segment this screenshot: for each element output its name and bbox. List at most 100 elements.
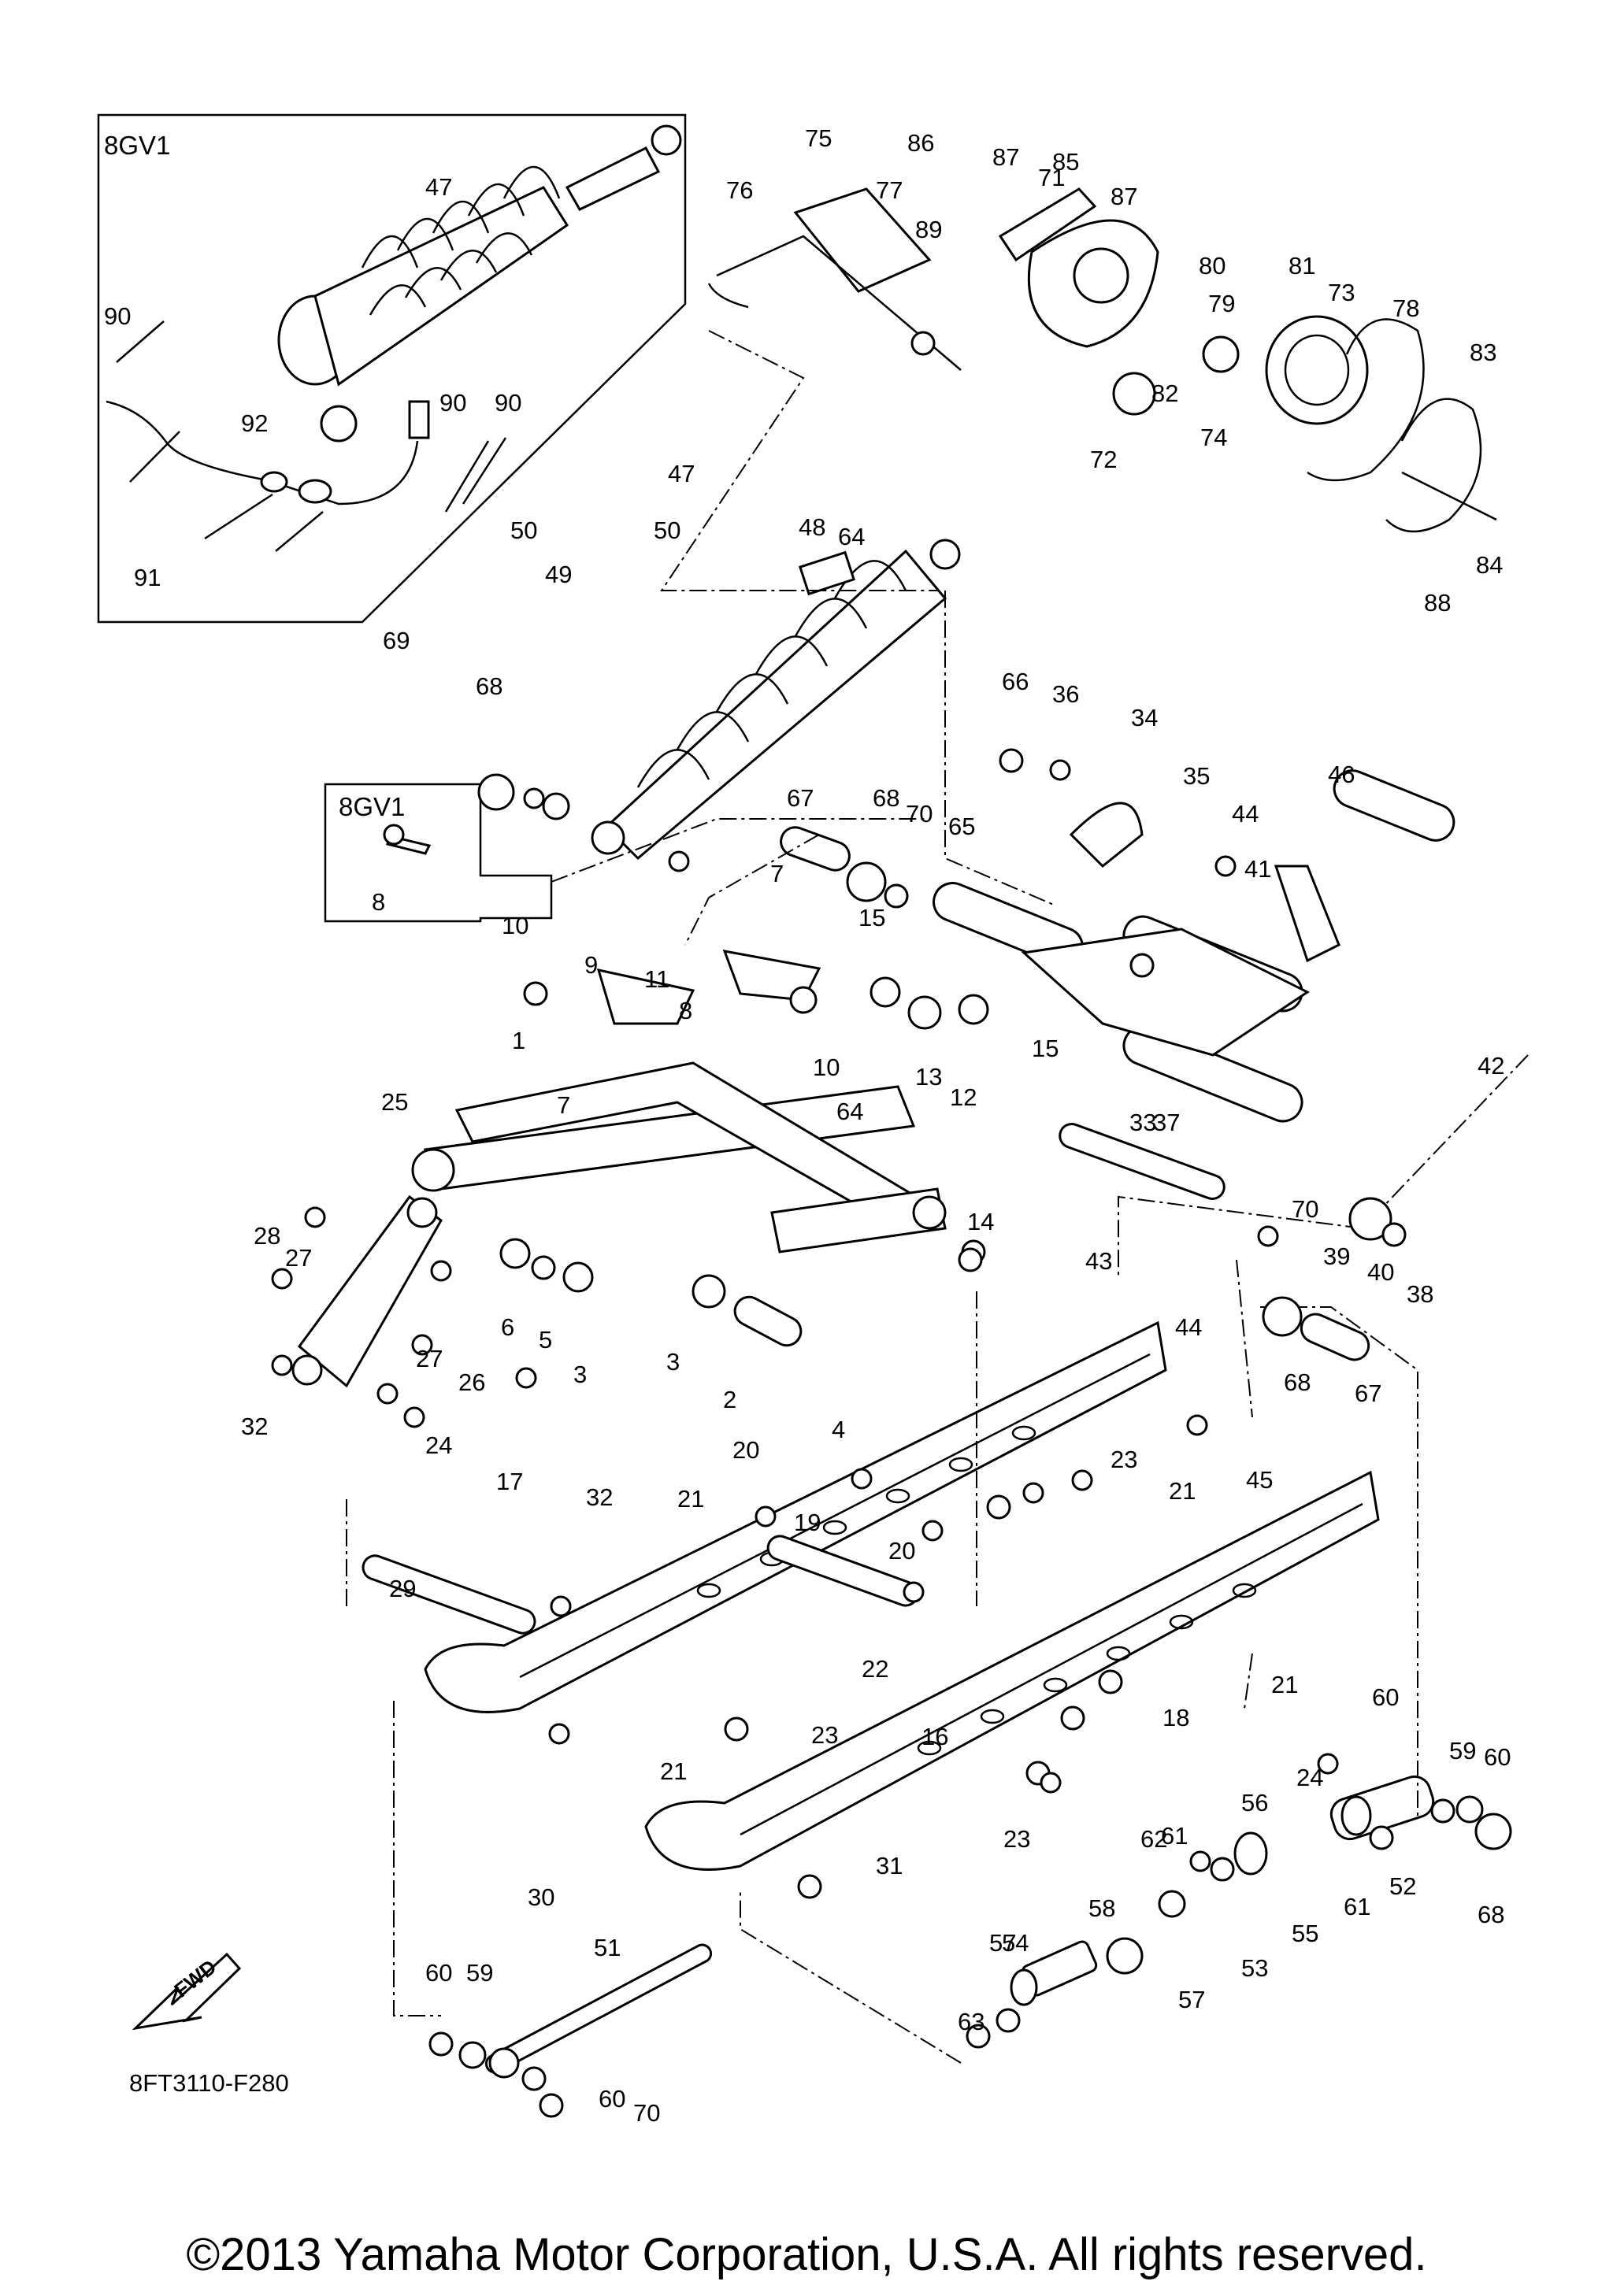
part-num: 83 <box>1470 339 1496 366</box>
part-num: 81 <box>1289 252 1315 280</box>
part-num: 69 <box>383 627 410 654</box>
part-num: 71 <box>1038 164 1065 191</box>
part-num: 37 <box>1153 1109 1180 1136</box>
part-num: 11 <box>644 965 669 993</box>
inset-box-8gv1-bolt: 8GV1 <box>324 783 553 923</box>
rear-arm-assembly <box>933 769 1455 1123</box>
part-num: 15 <box>858 904 885 931</box>
adjuster-assembly <box>1010 1775 1435 2006</box>
part-num: 41 <box>1244 855 1271 883</box>
part-num: 21 <box>677 1485 704 1513</box>
part-num: 44 <box>1175 1313 1202 1341</box>
part-num: 13 <box>915 1063 942 1091</box>
inset-label: 8GV1 <box>104 131 170 160</box>
part-num: 8 <box>679 997 692 1024</box>
part-num: 70 <box>633 2099 660 2127</box>
part-num: 10 <box>502 912 528 939</box>
inset-box-8gv1-shock: 8GV1 <box>97 113 687 624</box>
part-num: 16 <box>921 1723 948 1750</box>
part-number-labels: 1 2 3 3 4 5 6 7 7 8 8 9 10 10 11 12 13 1… <box>104 124 1511 2127</box>
part-num: 4 <box>832 1416 845 1443</box>
scissor-link-plate <box>291 1194 443 1388</box>
part-num: 77 <box>876 176 903 204</box>
part-num: 47 <box>668 460 695 487</box>
part-num: 52 <box>1389 1872 1416 1900</box>
part-num: 51 <box>594 1934 621 1961</box>
part-num: 66 <box>1002 668 1029 695</box>
part-num: 87 <box>992 143 1019 171</box>
part-num: 86 <box>907 129 934 157</box>
part-num: 74 <box>1200 424 1227 451</box>
part-num: 75 <box>805 124 832 152</box>
part-num: 68 <box>1478 1901 1504 1928</box>
part-num: 15 <box>1032 1035 1059 1062</box>
part-num: 2 <box>723 1386 736 1413</box>
part-num: 68 <box>476 672 502 700</box>
part-num: 89 <box>915 216 942 243</box>
part-num: 22 <box>862 1655 888 1683</box>
part-num: 64 <box>838 523 865 550</box>
part-num: 24 <box>425 1431 452 1459</box>
sensor-wire-harness <box>106 320 507 552</box>
part-num: 50 <box>654 517 680 544</box>
part-num: 92 <box>241 409 268 437</box>
part-num: 25 <box>381 1088 408 1116</box>
part-num: 39 <box>1323 1242 1350 1270</box>
part-num: 59 <box>1449 1737 1476 1765</box>
part-num: 64 <box>836 1098 863 1125</box>
sensor-gear-assembly <box>707 187 1497 533</box>
part-num: 29 <box>389 1575 416 1602</box>
part-num: 46 <box>1328 761 1355 788</box>
part-num: 60 <box>425 1959 452 1987</box>
part-num: 27 <box>416 1345 443 1372</box>
part-num: 20 <box>732 1436 759 1464</box>
part-num: 12 <box>950 1083 977 1111</box>
part-num: 23 <box>1003 1825 1030 1853</box>
part-num: 36 <box>1052 680 1079 708</box>
part-num: 60 <box>1484 1743 1511 1771</box>
part-num: 10 <box>813 1054 840 1081</box>
part-num: 85 <box>1052 148 1079 176</box>
part-num: 70 <box>1292 1195 1318 1223</box>
part-num: 68 <box>1284 1368 1311 1396</box>
part-num: 50 <box>510 517 537 544</box>
part-num: 32 <box>586 1483 613 1511</box>
part-num: 27 <box>285 1244 312 1272</box>
part-num: 34 <box>1131 704 1158 731</box>
part-num: 31 <box>876 1852 903 1879</box>
slide-rail-right <box>644 1470 1380 1871</box>
copyright-notice: ©2013 Yamaha Motor Corporation, U.S.A. A… <box>186 2229 1427 2280</box>
part-num: 62 <box>1140 1825 1167 1853</box>
part-num: 35 <box>1183 762 1210 790</box>
shock-absorber-8gv1 <box>277 124 682 443</box>
part-num: 20 <box>888 1537 915 1565</box>
part-num: 58 <box>1088 1894 1115 1922</box>
part-num: 7 <box>557 1091 570 1119</box>
part-num: 54 <box>1002 1929 1029 1957</box>
part-num: 60 <box>599 2085 625 2113</box>
part-num: 48 <box>799 513 825 541</box>
part-num: 57 <box>989 1929 1016 1957</box>
part-num: 73 <box>1328 279 1355 306</box>
part-num: 17 <box>496 1468 523 1495</box>
part-num: 18 <box>1162 1704 1189 1731</box>
part-num: 21 <box>660 1757 687 1785</box>
part-num: 67 <box>1355 1379 1381 1407</box>
part-num: 21 <box>1271 1671 1298 1698</box>
part-num: 49 <box>545 561 572 588</box>
part-num: 3 <box>573 1361 587 1388</box>
part-num: 9 <box>584 951 598 979</box>
part-num: 90 <box>495 389 521 417</box>
part-num: 67 <box>787 784 814 812</box>
part-num: 24 <box>1296 1764 1323 1791</box>
part-num: 23 <box>1111 1446 1137 1473</box>
part-num: 76 <box>726 176 753 204</box>
part-num: 19 <box>794 1509 821 1536</box>
part-num: 91 <box>134 564 161 591</box>
part-num: 45 <box>1246 1466 1273 1494</box>
part-num: 44 <box>1232 800 1259 828</box>
part-num: 57 <box>1178 1986 1205 2013</box>
part-num: 47 <box>425 173 452 201</box>
part-num: 80 <box>1199 252 1226 280</box>
